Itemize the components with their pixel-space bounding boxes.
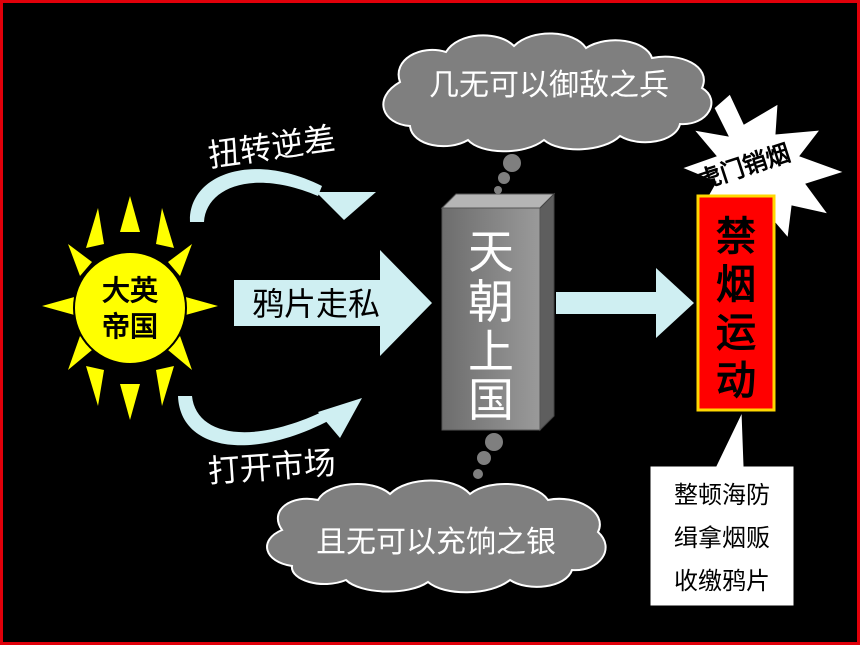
top-curved-arrow [189, 169, 376, 222]
red-box-char-2: 烟 [716, 262, 756, 308]
red-box [696, 194, 776, 412]
sun-label-line2: 帝国 [102, 310, 158, 343]
sun-core [73, 251, 187, 365]
tower-char-4: 国 [468, 373, 514, 427]
top-cloud-text: 几无可以御敌之兵 [429, 68, 669, 103]
top-cloud [382, 32, 713, 153]
tower [440, 192, 556, 432]
middle-arrow [234, 250, 432, 356]
measures-callout [649, 411, 795, 607]
bottom-thought-bubbles [473, 433, 503, 479]
measure-item-1: 整顿海防 [674, 481, 770, 509]
tower-char-2: 朝 [468, 275, 514, 329]
top-thought-bubbles [494, 154, 521, 194]
tower-char-3: 上 [468, 325, 514, 379]
bottom-arrow-label: 打开市场 [207, 444, 337, 491]
tower-char-1: 天 [468, 225, 514, 279]
right-arrow [556, 268, 694, 338]
bottom-cloud [266, 479, 607, 594]
middle-arrow-label: 鸦片走私 [252, 285, 380, 323]
red-box-char-4: 动 [716, 358, 756, 404]
bottom-cloud-text: 且无可以充饷之银 [316, 525, 556, 560]
sun-label-line1: 大英 [102, 274, 159, 307]
measure-item-3: 收缴鸦片 [674, 567, 770, 595]
top-arrow-label: 扭转逆差 [206, 119, 338, 174]
sun-rays [42, 196, 218, 420]
measure-item-2: 缉拿烟贩 [674, 524, 770, 552]
bottom-curved-arrow [178, 396, 362, 446]
red-box-char-3: 运 [716, 310, 756, 356]
red-box-char-1: 禁 [716, 214, 756, 260]
